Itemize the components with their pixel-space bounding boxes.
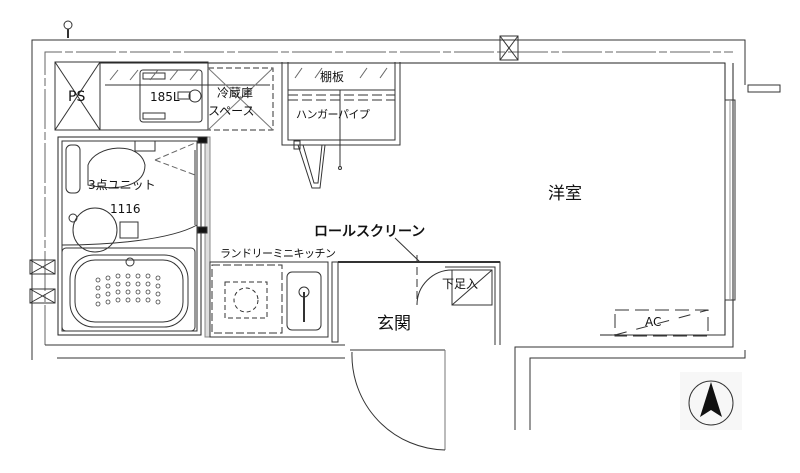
entrance xyxy=(338,237,501,345)
ac-label: AC xyxy=(645,315,662,329)
room-label-entrance: 玄関 xyxy=(377,314,411,334)
north-arrow-icon xyxy=(688,380,734,426)
room-label-unit-bath: 3点ユニット xyxy=(88,178,156,192)
roll-screen-label: ロールスクリーン xyxy=(314,224,426,240)
fridge-space xyxy=(207,67,274,131)
fridge-space-label-2: スペース xyxy=(208,104,255,118)
water-heater-label: 185L xyxy=(150,90,180,104)
closet xyxy=(281,62,401,189)
laundry-kitchen-label: ランドリーミニキッチン xyxy=(220,247,336,260)
unit-bath-size: 1116 xyxy=(110,202,141,216)
left-vents xyxy=(29,259,56,304)
pipe-space-label: PS xyxy=(68,89,86,105)
ac-unit xyxy=(614,309,709,337)
unit-bath xyxy=(57,136,211,338)
meter-marker xyxy=(63,20,73,38)
compass xyxy=(680,372,742,430)
shelf-label: 棚板 xyxy=(320,70,345,84)
entrance-door xyxy=(350,349,446,451)
hanger-pipe-label: ハンガーパイプ xyxy=(296,108,370,121)
right-window xyxy=(724,84,781,301)
top-vent xyxy=(499,35,519,61)
exterior-walls xyxy=(31,39,746,430)
laundry-kitchen xyxy=(209,261,339,343)
shoe-box-label: 下足入 xyxy=(442,277,479,291)
room-label-western-room: 洋室 xyxy=(548,184,582,204)
fridge-space-label-1: 冷蔵庫 xyxy=(217,86,254,100)
